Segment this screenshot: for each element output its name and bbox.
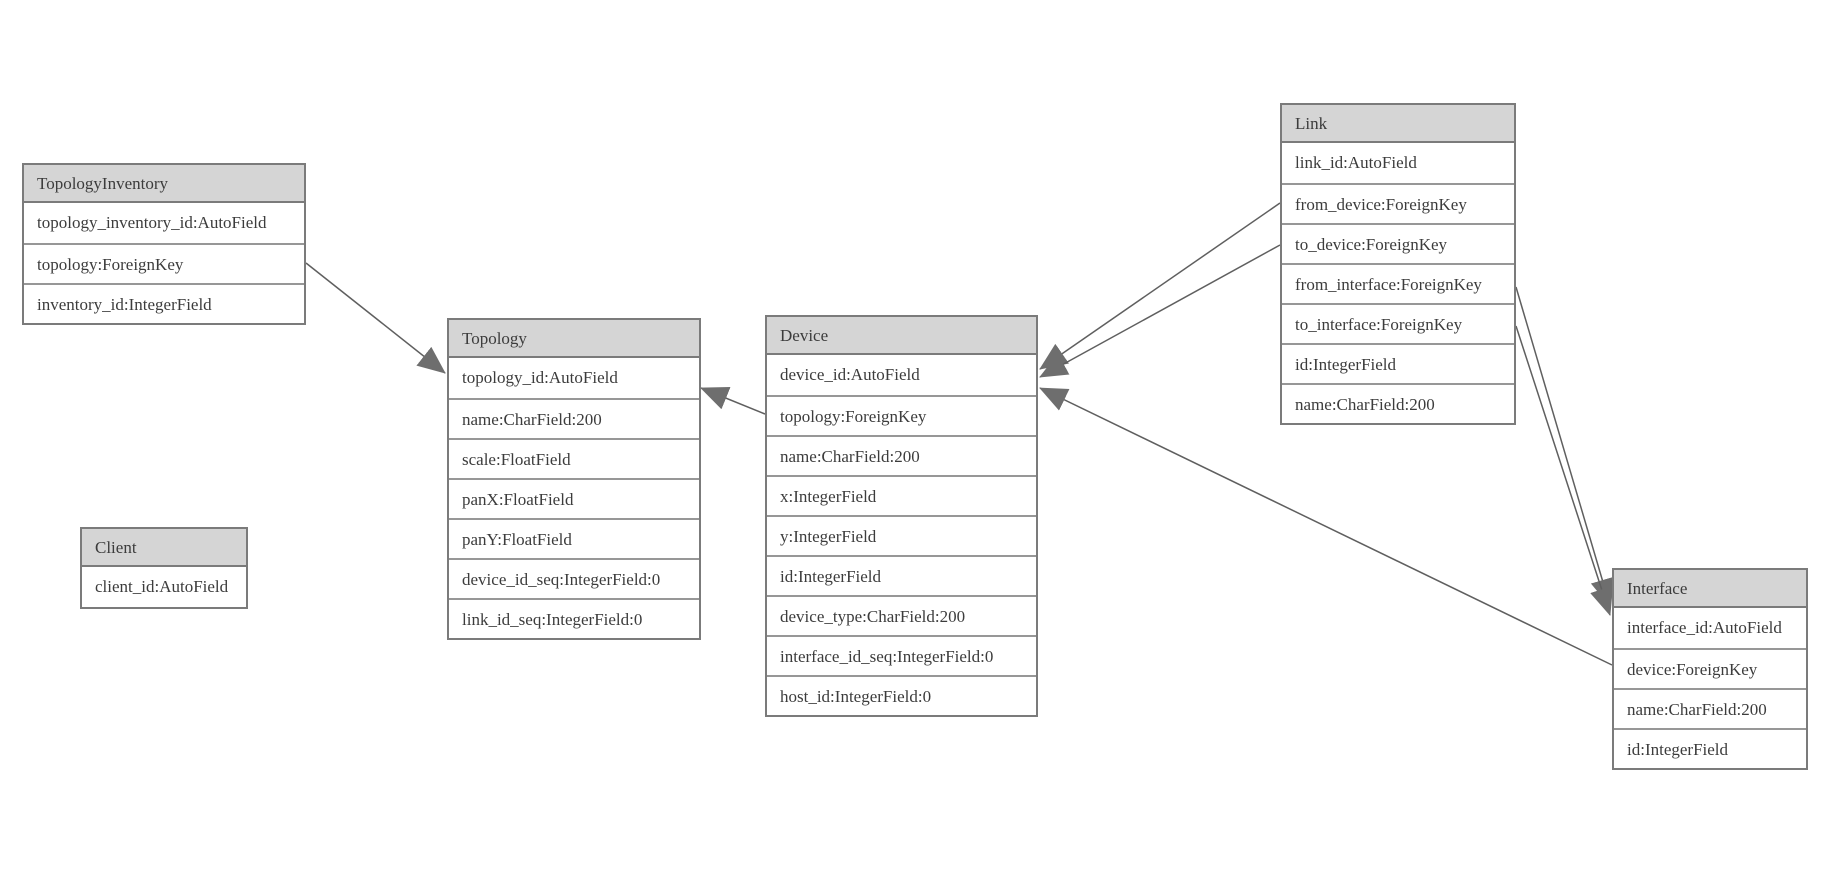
entity-field-row: topology_id:AutoField xyxy=(449,358,699,398)
relation-link.to_device-to-device.device_id xyxy=(1039,244,1281,378)
entity-field-row: panX:FloatField xyxy=(449,478,699,518)
entity-field-row: interface_id_seq:IntegerField:0 xyxy=(767,635,1036,675)
entity-field-row: name:CharField:200 xyxy=(1614,688,1806,728)
entity-field-row: device:ForeignKey xyxy=(1614,648,1806,688)
entity-field-row: id:IntegerField xyxy=(767,555,1036,595)
entity-field-row: scale:FloatField xyxy=(449,438,699,478)
relation-interface.device-to-device.device_id xyxy=(1039,387,1613,666)
relation-link.to_interface-to-interface.interface_id xyxy=(1515,325,1614,616)
entity-field-row: inventory_id:IntegerField xyxy=(24,283,304,323)
entity-field-row: device_type:CharField:200 xyxy=(767,595,1036,635)
entity-field-row: name:CharField:200 xyxy=(449,398,699,438)
relation-topologyinventory.topology-to-topology.topology_id xyxy=(305,262,446,374)
relation-link.from_device-to-device.device_id xyxy=(1039,202,1281,370)
entity-field-row: x:IntegerField xyxy=(767,475,1036,515)
entity-title-topologyinventory[interactable]: TopologyInventory xyxy=(24,165,304,203)
entity-field-row: topology:ForeignKey xyxy=(24,243,304,283)
entity-field-row: to_device:ForeignKey xyxy=(1282,223,1514,263)
entity-field-row: y:IntegerField xyxy=(767,515,1036,555)
entity-field-row: device_id:AutoField xyxy=(767,355,1036,395)
entity-field-row: topology_inventory_id:AutoField xyxy=(24,203,304,243)
entity-field-row: from_interface:ForeignKey xyxy=(1282,263,1514,303)
entity-field-row: panY:FloatField xyxy=(449,518,699,558)
relation-link.from_interface-to-interface.interface_id xyxy=(1515,286,1614,607)
relation-device.topology-to-topology.topology_id xyxy=(700,387,766,415)
entity-field-row: device_id_seq:IntegerField:0 xyxy=(449,558,699,598)
entity-title-client[interactable]: Client xyxy=(82,529,246,567)
entity-field-row: name:CharField:200 xyxy=(767,435,1036,475)
entity-field-row: to_interface:ForeignKey xyxy=(1282,303,1514,343)
entity-field-row: name:CharField:200 xyxy=(1282,383,1514,423)
entity-field-row: client_id:AutoField xyxy=(82,567,246,607)
entity-title-link[interactable]: Link xyxy=(1282,105,1514,143)
entity-field-row: link_id:AutoField xyxy=(1282,143,1514,183)
entity-field-row: host_id:IntegerField:0 xyxy=(767,675,1036,715)
entity-field-row: interface_id:AutoField xyxy=(1614,608,1806,648)
entity-title-interface[interactable]: Interface xyxy=(1614,570,1806,608)
entity-field-row: link_id_seq:IntegerField:0 xyxy=(449,598,699,638)
entity-field-row: id:IntegerField xyxy=(1614,728,1806,768)
entity-title-device[interactable]: Device xyxy=(767,317,1036,355)
entity-field-row: topology:ForeignKey xyxy=(767,395,1036,435)
entity-field-row: id:IntegerField xyxy=(1282,343,1514,383)
entity-title-topology[interactable]: Topology xyxy=(449,320,699,358)
entity-field-row: from_device:ForeignKey xyxy=(1282,183,1514,223)
